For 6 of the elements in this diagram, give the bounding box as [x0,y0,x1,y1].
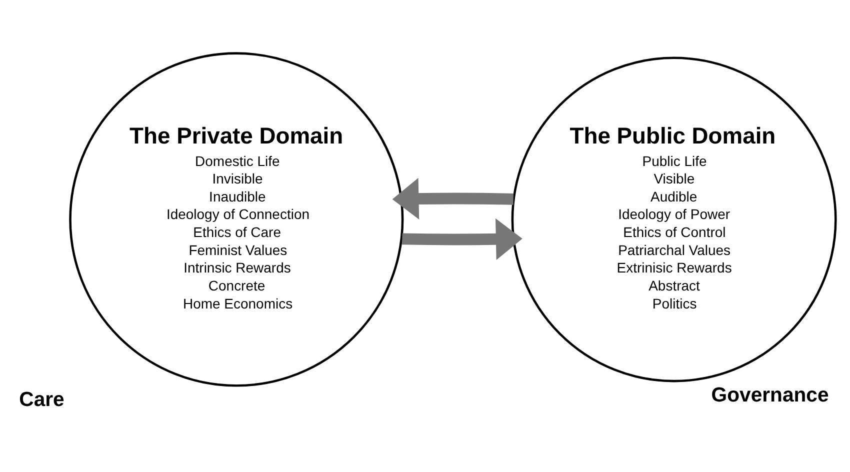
node-circle: The Public Domain Public Life Visible Audible Ideology of Power Ethics of Control Patriarchal Values Extrinisic Rewards Abstract Politics [511,56,837,382]
node-label: Governance [711,384,829,406]
node-label: Care [19,388,64,411]
arrow [392,178,514,220]
node-circle: The Private Domain Domestic Life Invisible Inaudible Ideology of Connection Ethics of Care Feminist Values Intrinsic Rewards Concrete Home Economics [69,52,404,387]
arrow [402,218,522,260]
